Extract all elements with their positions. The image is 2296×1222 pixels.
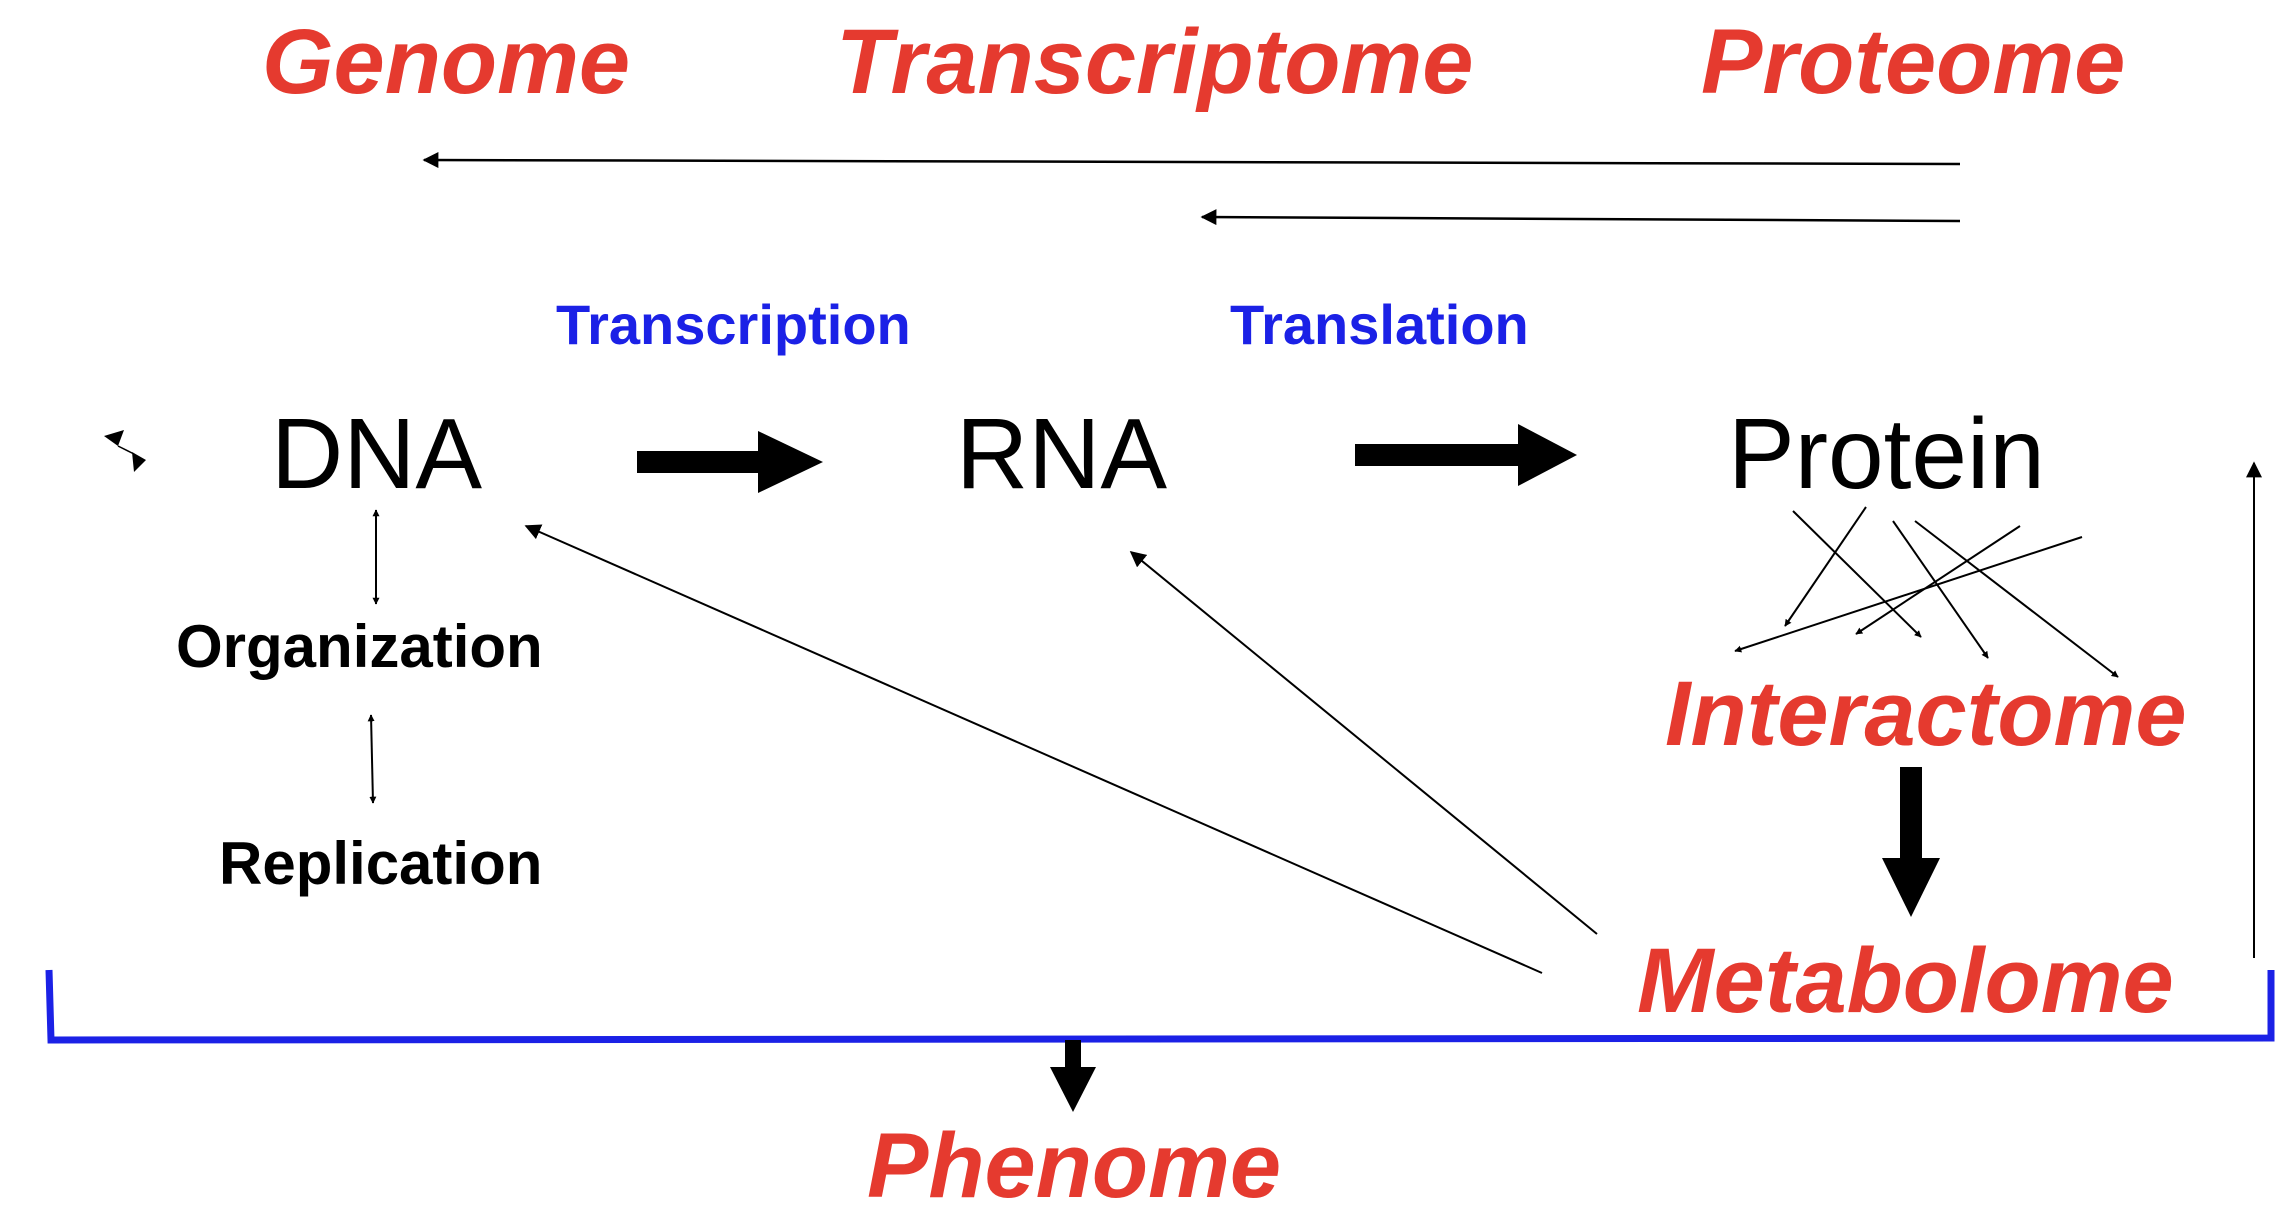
transcriptome-label: Transcriptome (836, 11, 1474, 113)
bracket-to-phenome-arrow (1050, 1040, 1096, 1112)
protein-label: Protein (1728, 398, 2045, 510)
replication-label: Replication (219, 830, 543, 897)
translation-label: Translation (1230, 293, 1529, 356)
rna-label: RNA (956, 398, 1168, 510)
metabolome-to-rna-arrow (1129, 550, 1598, 935)
interactome-label: Interactome (1665, 663, 2187, 765)
organization-replication-arrow (367, 714, 377, 804)
phenome-bracket (45, 969, 2275, 1044)
protein-interaction-arrows (1734, 506, 2119, 678)
phenome-label: Phenome (867, 1115, 1282, 1217)
rotate-glyph-icon (104, 430, 146, 472)
proteome-to-genome-arrow (422, 152, 1961, 169)
proteome-to-transcriptome-arrow (1200, 209, 1961, 226)
proteome-label: Proteome (1701, 11, 2126, 113)
transcription-arrow (637, 431, 823, 493)
organization-label: Organization (176, 613, 543, 680)
interactome-to-metabolome-arrow (1882, 767, 1940, 917)
genome-label: Genome (262, 11, 631, 113)
dna-label: DNA (271, 398, 483, 510)
translation-arrow (1355, 424, 1577, 486)
transcription-label: Transcription (556, 293, 911, 356)
metabolome-to-dna-arrow (524, 524, 1543, 974)
metabolome-label: Metabolome (1637, 930, 2174, 1032)
